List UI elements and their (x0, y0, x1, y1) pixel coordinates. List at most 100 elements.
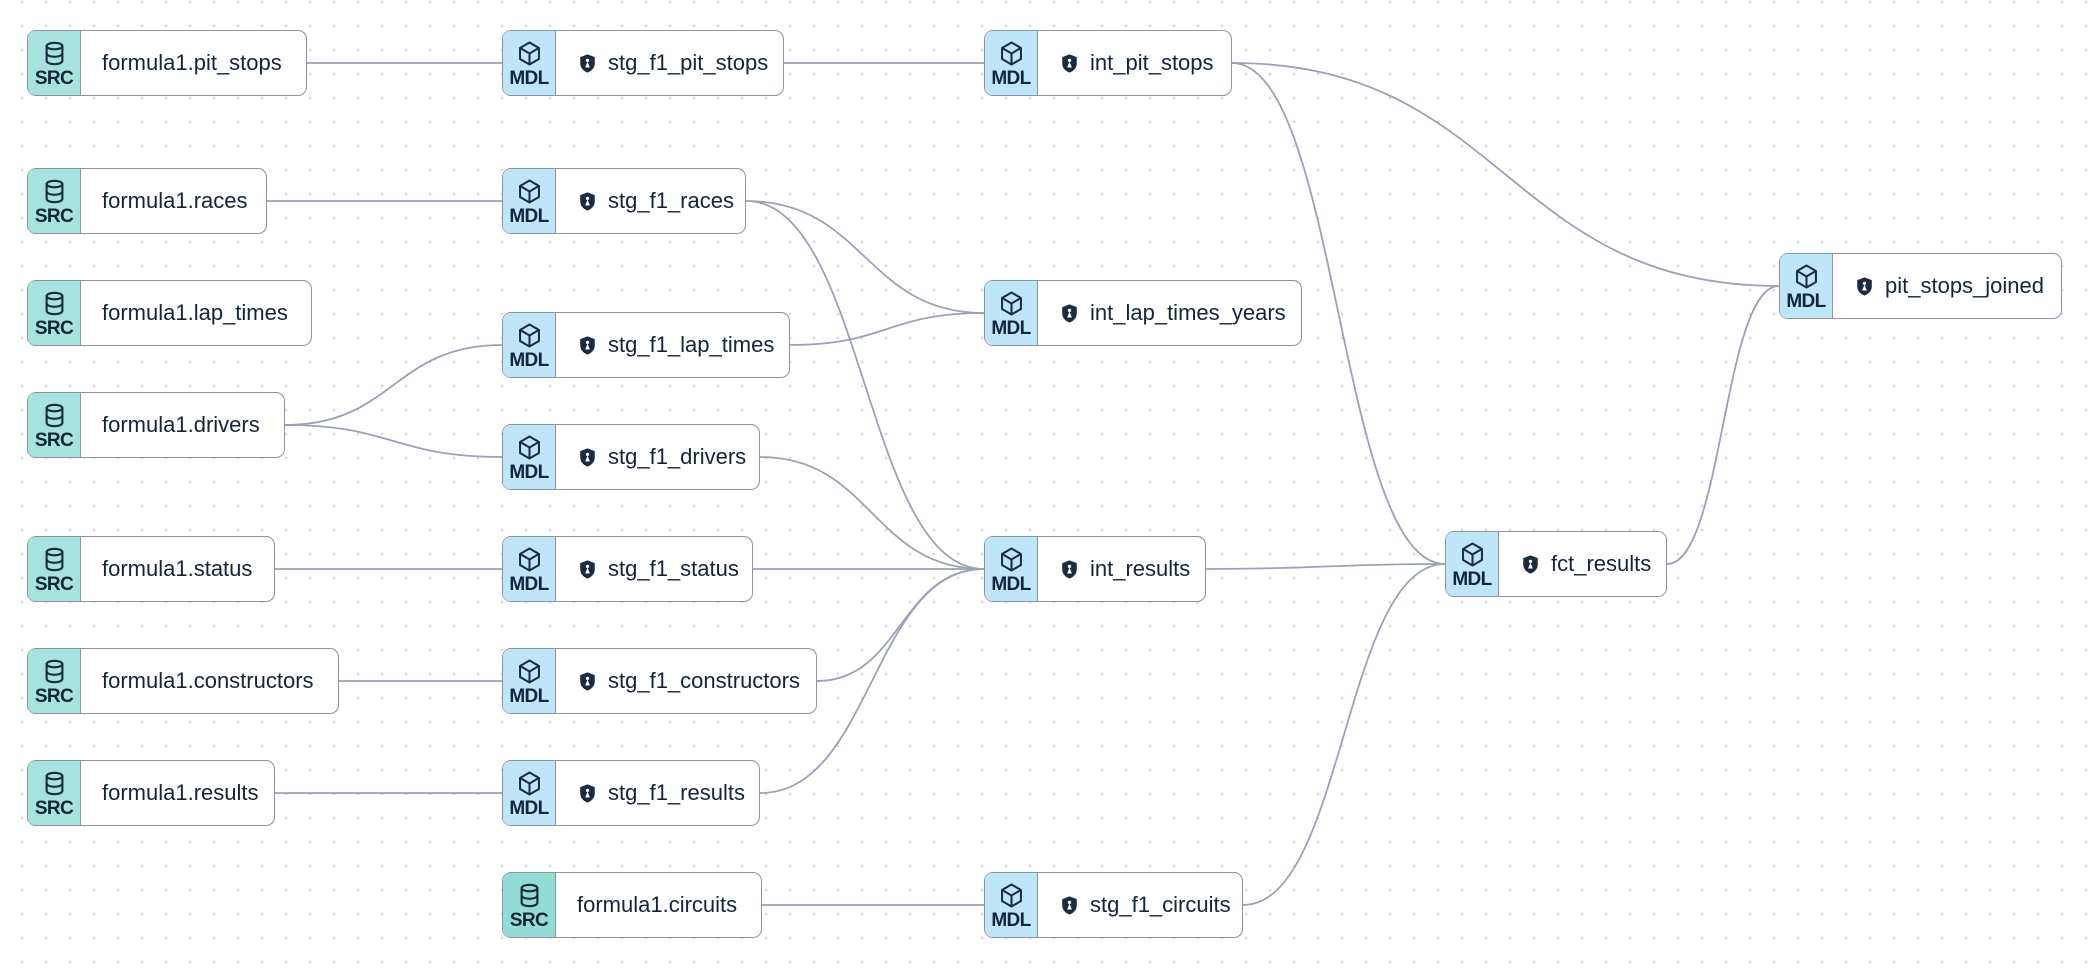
cube-icon (516, 770, 543, 797)
node-stg_f1_lap_times[interactable]: MDL stg_f1_lap_times (502, 312, 790, 378)
cube-icon (516, 178, 543, 205)
edge-fct_results-pit_stops_joined (1666, 285, 1780, 565)
edge-int_pit_stops-fct_results (1231, 62, 1446, 565)
node-body: stg_f1_results (556, 761, 759, 825)
cube-icon (998, 882, 1025, 909)
node-label: pit_stops_joined (1885, 273, 2045, 298)
shield-icon (577, 783, 598, 804)
node-label: stg_f1_results (608, 780, 745, 805)
node-type-label: MDL (509, 573, 549, 595)
node-src_constructors[interactable]: SRC formula1.constructors (27, 648, 339, 714)
node-type-badge: MDL (985, 281, 1038, 345)
node-type-label: SRC (34, 573, 74, 595)
node-type-badge: SRC (28, 31, 81, 95)
node-type-label: SRC (509, 909, 549, 931)
node-body: stg_f1_constructors (556, 649, 816, 713)
cube-icon (516, 658, 543, 685)
shield-icon (1854, 276, 1875, 297)
node-type-label: SRC (34, 429, 74, 451)
database-icon (41, 402, 68, 429)
node-src_drivers[interactable]: SRC formula1.drivers (27, 392, 285, 458)
node-src_races[interactable]: SRC formula1.races (27, 168, 267, 234)
node-label: stg_f1_drivers (608, 444, 747, 469)
node-body: formula1.lap_times (81, 281, 311, 345)
node-body: formula1.circuits (556, 873, 761, 937)
node-type-label: MDL (509, 67, 549, 89)
node-stg_f1_results[interactable]: MDL stg_f1_results (502, 760, 760, 826)
node-type-badge: MDL (1446, 532, 1499, 596)
node-type-label: MDL (1786, 290, 1826, 312)
node-label: int_lap_times_years (1090, 300, 1286, 325)
edge-stg_f1_races-int_lap_times_years (745, 200, 985, 314)
node-label: formula1.races (102, 188, 248, 213)
node-type-label: MDL (991, 317, 1031, 339)
edge-stg_f1_races-int_results (745, 200, 985, 570)
edge-stg_f1_lap_times-int_lap_times_years (789, 312, 985, 346)
node-body: int_lap_times_years (1038, 281, 1301, 345)
node-type-label: MDL (509, 349, 549, 371)
node-label: formula1.constructors (102, 668, 314, 693)
cube-icon (516, 434, 543, 461)
node-stg_f1_drivers[interactable]: MDL stg_f1_drivers (502, 424, 760, 490)
node-label: stg_f1_lap_times (608, 332, 775, 357)
node-type-badge: MDL (1780, 254, 1833, 318)
node-label: formula1.drivers (102, 412, 260, 437)
node-body: pit_stops_joined (1833, 254, 2061, 318)
node-label: int_pit_stops (1090, 50, 1214, 75)
shield-icon (1520, 554, 1541, 575)
node-type-badge: MDL (985, 537, 1038, 601)
node-src_status[interactable]: SRC formula1.status (27, 536, 275, 602)
node-body: formula1.drivers (81, 393, 284, 457)
node-type-label: SRC (34, 685, 74, 707)
cube-icon (1793, 263, 1820, 290)
cube-icon (516, 322, 543, 349)
cube-icon (516, 546, 543, 573)
shield-icon (577, 191, 598, 212)
node-label: stg_f1_races (608, 188, 734, 213)
edge-stg_f1_drivers-int_results (759, 456, 985, 570)
node-type-badge: SRC (503, 873, 556, 937)
node-type-label: MDL (509, 461, 549, 483)
node-body: formula1.races (81, 169, 266, 233)
node-label: formula1.status (102, 556, 253, 581)
node-body: stg_f1_races (556, 169, 745, 233)
edge-src_drivers-stg_f1_lap_times (284, 344, 503, 426)
database-icon (41, 770, 68, 797)
cube-icon (516, 40, 543, 67)
shield-icon (1059, 895, 1080, 916)
node-label: stg_f1_circuits (1090, 892, 1231, 917)
node-body: formula1.pit_stops (81, 31, 306, 95)
node-type-badge: MDL (503, 537, 556, 601)
node-body: formula1.status (81, 537, 274, 601)
node-type-badge: SRC (28, 649, 81, 713)
cube-icon (1459, 541, 1486, 568)
database-icon (41, 658, 68, 685)
node-type-badge: SRC (28, 169, 81, 233)
shield-icon (1059, 303, 1080, 324)
node-src_circuits[interactable]: SRC formula1.circuits (502, 872, 762, 938)
node-body: int_pit_stops (1038, 31, 1231, 95)
node-body: formula1.results (81, 761, 274, 825)
node-label: stg_f1_pit_stops (608, 50, 769, 75)
node-body: fct_results (1499, 532, 1666, 596)
node-int_lap_times_years[interactable]: MDL int_lap_times_years (984, 280, 1302, 346)
node-pit_stops_joined[interactable]: MDL pit_stops_joined (1779, 253, 2062, 319)
edge-int_pit_stops-pit_stops_joined (1231, 62, 1780, 287)
node-stg_f1_pit_stops[interactable]: MDL stg_f1_pit_stops (502, 30, 784, 96)
node-type-label: MDL (509, 797, 549, 819)
shield-icon (577, 559, 598, 580)
node-body: int_results (1038, 537, 1205, 601)
node-type-badge: SRC (28, 281, 81, 345)
node-type-badge: MDL (503, 31, 556, 95)
